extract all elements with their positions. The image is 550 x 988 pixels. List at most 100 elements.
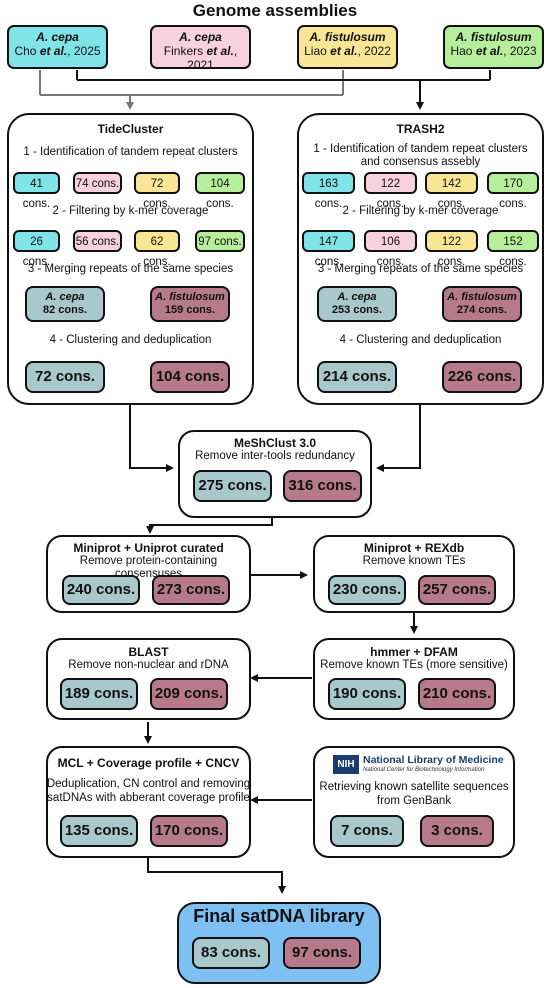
rexdb-cepa: 230 cons. [328, 575, 406, 605]
species-name: A. cepa [337, 291, 377, 303]
hmmer-title: hmmer + DFAM [370, 645, 458, 659]
blast-fistulosum: 209 cons. [150, 678, 228, 710]
species-count: 159 cons. [164, 304, 216, 316]
ref-etal: et al. [206, 44, 234, 58]
rexdb-title: Miniprot + REXdb [363, 541, 465, 555]
blast-cepa: 189 cons. [60, 678, 138, 710]
ref-year: , 2023 [503, 44, 537, 58]
count-pill: 106 cons. [364, 230, 417, 268]
nlm-desc-line2: from GenBank [376, 795, 452, 807]
mcl-desc-line2: satDNAs with abberant coverage profile [47, 792, 250, 804]
ref-author: Hao [450, 44, 473, 58]
nlm-cepa: 7 cons. [330, 815, 404, 847]
ref-etal: et al. [475, 44, 504, 58]
source-species: A. fistulosum [455, 30, 532, 44]
nlm-logo-name: National Library of Medicine [363, 754, 504, 766]
count-pill: 147 cons. [302, 230, 355, 268]
count-pill: 72 cons. [134, 172, 180, 210]
count-pill: 26 cons. [13, 230, 60, 268]
trash2-step1-line2: and consensus assebly [360, 156, 481, 168]
count-pill: 163 cons. [302, 172, 355, 210]
hmmer-desc: Remove known TEs (more sensitive) [320, 659, 508, 671]
ref-author: Cho [14, 44, 37, 58]
blast-desc: Remove non-nuclear and rDNA [68, 659, 229, 671]
trash2-final-cepa: 214 cons. [317, 361, 397, 393]
tidecluster-step4: 4 - Clustering and deduplication [49, 334, 212, 346]
nlm-fistulosum: 3 cons. [420, 815, 494, 847]
count-pill: 62 cons. [134, 230, 180, 268]
ref-author: Finkers [163, 44, 204, 58]
ref-year: , 2025 [67, 44, 101, 58]
tidecluster-step1: 1 - Identification of tandem repeat clus… [23, 146, 238, 158]
ref-etal: et al. [39, 44, 68, 58]
meshclust-desc: Remove inter-tools redundancy [195, 450, 355, 462]
final-fistulosum: 97 cons. [283, 937, 361, 969]
uniprot-fistulosum: 273 cons. [152, 575, 230, 605]
species-merge-cepa: A. cepa 253 cons. [317, 286, 397, 322]
trash2-title: TRASH2 [396, 122, 445, 136]
rexdb-desc: Remove known TEs [362, 555, 466, 567]
count-pill: 56 cons. [73, 230, 122, 252]
trash2-step3: 3 - Merging repeats of the same species [317, 263, 524, 275]
blast-title: BLAST [128, 645, 169, 659]
species-count: 253 cons. [331, 304, 383, 316]
trash2-step2: 2 - Filtering by k-mer coverage [342, 205, 499, 217]
tidecluster-step2: 2 - Filtering by k-mer coverage [52, 205, 209, 217]
count-pill: 97 cons. [195, 230, 245, 252]
final-library-title: Final satDNA library [193, 906, 365, 926]
nlm-logo-sub: National Center for Biotechnology Inform… [363, 767, 485, 773]
species-name: A. fistulosum [155, 291, 225, 303]
meshclust-fistulosum: 316 cons. [283, 470, 362, 502]
species-merge-fistulosum: A. fistulosum 274 cons. [442, 286, 522, 322]
hmmer-cepa: 190 cons. [328, 678, 406, 710]
nlm-logo: NIH National Library of Medicine Nationa… [333, 754, 511, 778]
count-pill: 170 cons. [487, 172, 539, 210]
ref-author: Liao [304, 44, 327, 58]
count-pill: 142 cons. [425, 172, 478, 210]
final-cepa: 83 cons. [192, 937, 270, 969]
tidecluster-panel [7, 113, 254, 405]
count-pill: 122 cons. [364, 172, 417, 210]
count-pill: 41 cons. [13, 172, 60, 210]
uniprot-cepa: 240 cons. [62, 575, 140, 605]
page-title: Genome assemblies [192, 1, 358, 20]
species-name: A. cepa [45, 291, 85, 303]
count-pill: 152 cons. [487, 230, 539, 268]
source-species: A. cepa [179, 30, 222, 44]
trash2-panel [297, 113, 544, 405]
species-count: 274 cons. [456, 304, 508, 316]
meshclust-title: MeShClust 3.0 [233, 436, 317, 450]
trash2-step1-line1: 1 - Identification of tandem repeat clus… [313, 143, 528, 155]
rexdb-fistulosum: 257 cons. [418, 575, 496, 605]
source-species: A. fistulosum [309, 30, 386, 44]
tidecluster-final-fistulosum: 104 cons. [150, 361, 230, 393]
mcl-desc-line1: Deduplication, CN control and removing [46, 778, 251, 790]
source-hao: A. fistulosum Hao et al., 2023 [443, 25, 544, 69]
species-name: A. fistulosum [447, 291, 517, 303]
hmmer-fistulosum: 210 cons. [418, 678, 496, 710]
meshclust-cepa: 275 cons. [193, 470, 272, 502]
species-merge-fistulosum: A. fistulosum 159 cons. [150, 286, 230, 322]
species-merge-cepa: A. cepa 82 cons. [25, 286, 105, 322]
trash2-final-fistulosum: 226 cons. [442, 361, 522, 393]
nih-logo-icon: NIH [333, 755, 359, 774]
tidecluster-title: TideCluster [97, 122, 164, 136]
mcl-fistulosum: 170 cons. [150, 815, 228, 847]
count-pill: 104 cons. [195, 172, 245, 210]
trash2-step4: 4 - Clustering and deduplication [339, 334, 502, 346]
mcl-title: MCL + Coverage profile + CNCV [57, 756, 240, 770]
tidecluster-step3: 3 - Merging repeats of the same species [27, 263, 234, 275]
source-species: A. cepa [36, 30, 79, 44]
source-cho: A. cepa Cho et al., 2025 [7, 25, 108, 69]
count-pill: 122 cons. [425, 230, 478, 268]
count-pill: 74 cons. [73, 172, 122, 194]
ref-year: , 2022 [357, 44, 391, 58]
ref-etal: et al. [330, 44, 358, 58]
tidecluster-final-cepa: 72 cons. [25, 361, 105, 393]
source-liao: A. fistulosum Liao et al., 2022 [297, 25, 398, 69]
uniprot-title: Miniprot + Uniprot curated [73, 541, 224, 555]
species-count: 82 cons. [42, 304, 88, 316]
ref-year: , 2021 [187, 44, 238, 72]
nlm-desc-line1: Retrieving known satellite sequences [319, 781, 509, 793]
